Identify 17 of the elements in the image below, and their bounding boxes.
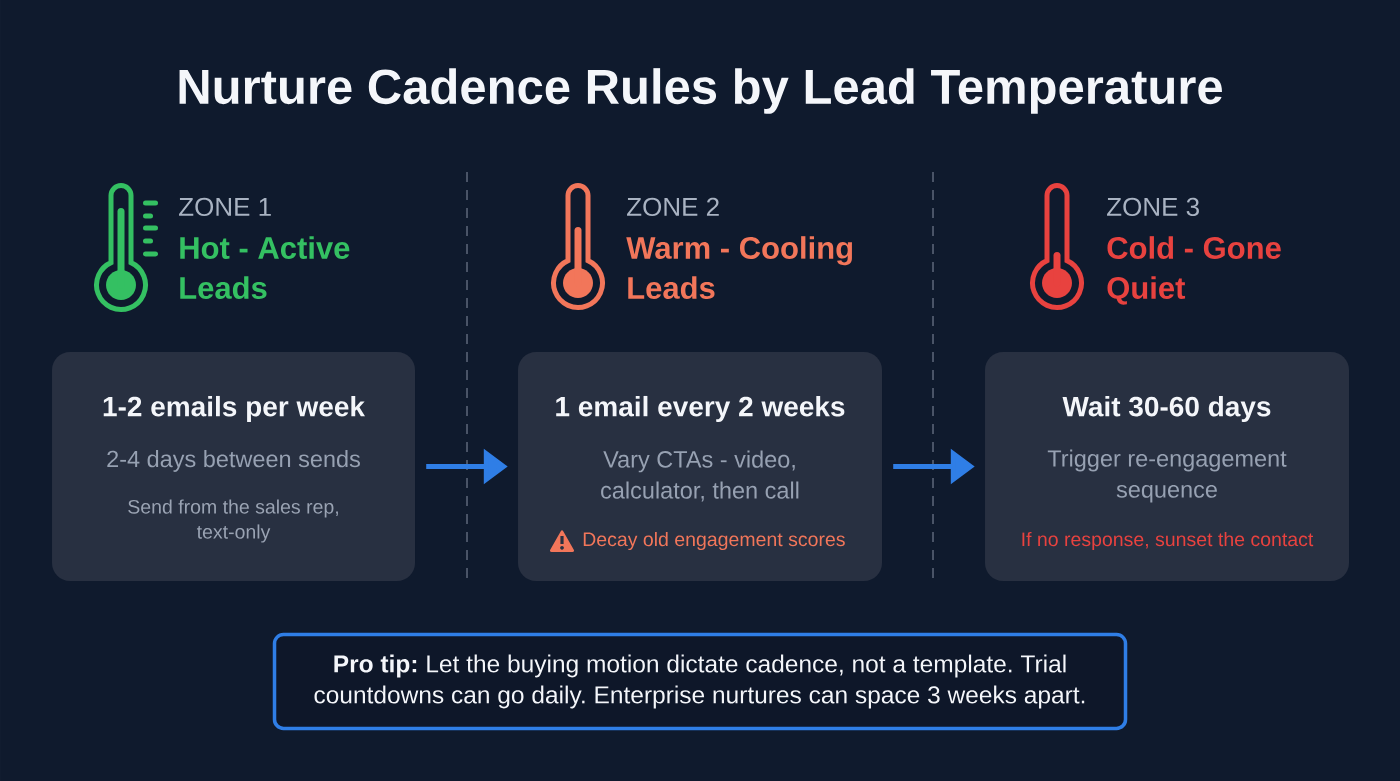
title: Nurture Cadence Rules by Lead Temperature [179, 68, 1222, 114]
zone-heading: Warm - Cooling Leads [626, 236, 852, 299]
zone-label: ZONE 2 [627, 197, 719, 217]
card-note: If no response, sunset the contact [1022, 531, 1314, 551]
tip-box: Pro tip: Let the buying motion dictate cadence, not a template. Trial countdowns can go daily. Enterprise nurtures can space 3 weeks apart. [272, 632, 1128, 731]
card-heading: 1-2 emails per week [103, 395, 365, 423]
card-heading: Wait 30-60 days [1062, 395, 1271, 423]
zone-label: ZONE 3 [1107, 197, 1199, 217]
zone-label: ZONE 1 [179, 197, 271, 217]
card-text: Vary CTAs - video, calculator, then call [601, 450, 799, 502]
zone-heading: Cold - Gone Quiet [1107, 236, 1281, 305]
card-text: Trigger re-engagement sequence [1047, 449, 1287, 503]
card-heading: 1 email every 2 weeks [556, 395, 845, 423]
zone-heading: Hot - Active Leads [180, 236, 350, 299]
card-note: Decay old engagement scores [583, 531, 845, 551]
card-note: Send from the sales rep, text-only [128, 499, 338, 543]
card-text: 2-4 days between sends [107, 450, 360, 472]
